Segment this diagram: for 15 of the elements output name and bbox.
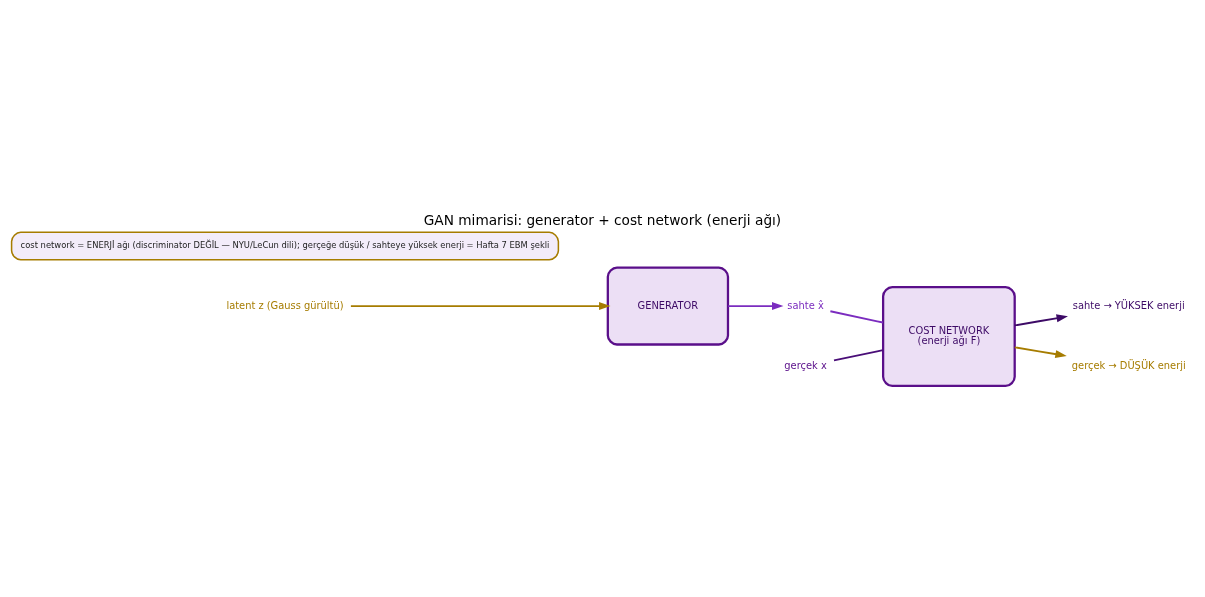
node-box: GENERATOR [606, 266, 730, 346]
node-text: gerçek x [784, 359, 827, 371]
diagram-title: GAN mimarisi: generator + cost network (enerji ağı) [423, 212, 782, 229]
node-text: sahte x̂ [787, 299, 824, 311]
arrow [727, 302, 784, 311]
arrow [1013, 314, 1068, 327]
node-text: sahte → YÜKSEK enerji [1072, 299, 1185, 311]
node-box: cost network = ENERJİ ağı (discriminator DEĞİL — NYU/LeCun dili); gerçeğe düşük / sahteye yüksek enerji = Hafta 7 EBM şekli [10, 231, 560, 261]
node-text: latent z (Gauss gürültü) [226, 299, 344, 311]
node-box: COST NETWORK (enerji ağı F) [882, 285, 1016, 388]
connector [829, 310, 884, 324]
arrow [1013, 346, 1067, 359]
arrow [349, 302, 611, 311]
connector [833, 349, 884, 362]
node-text: gerçek → DÜŞÜK enerji [1071, 359, 1186, 371]
